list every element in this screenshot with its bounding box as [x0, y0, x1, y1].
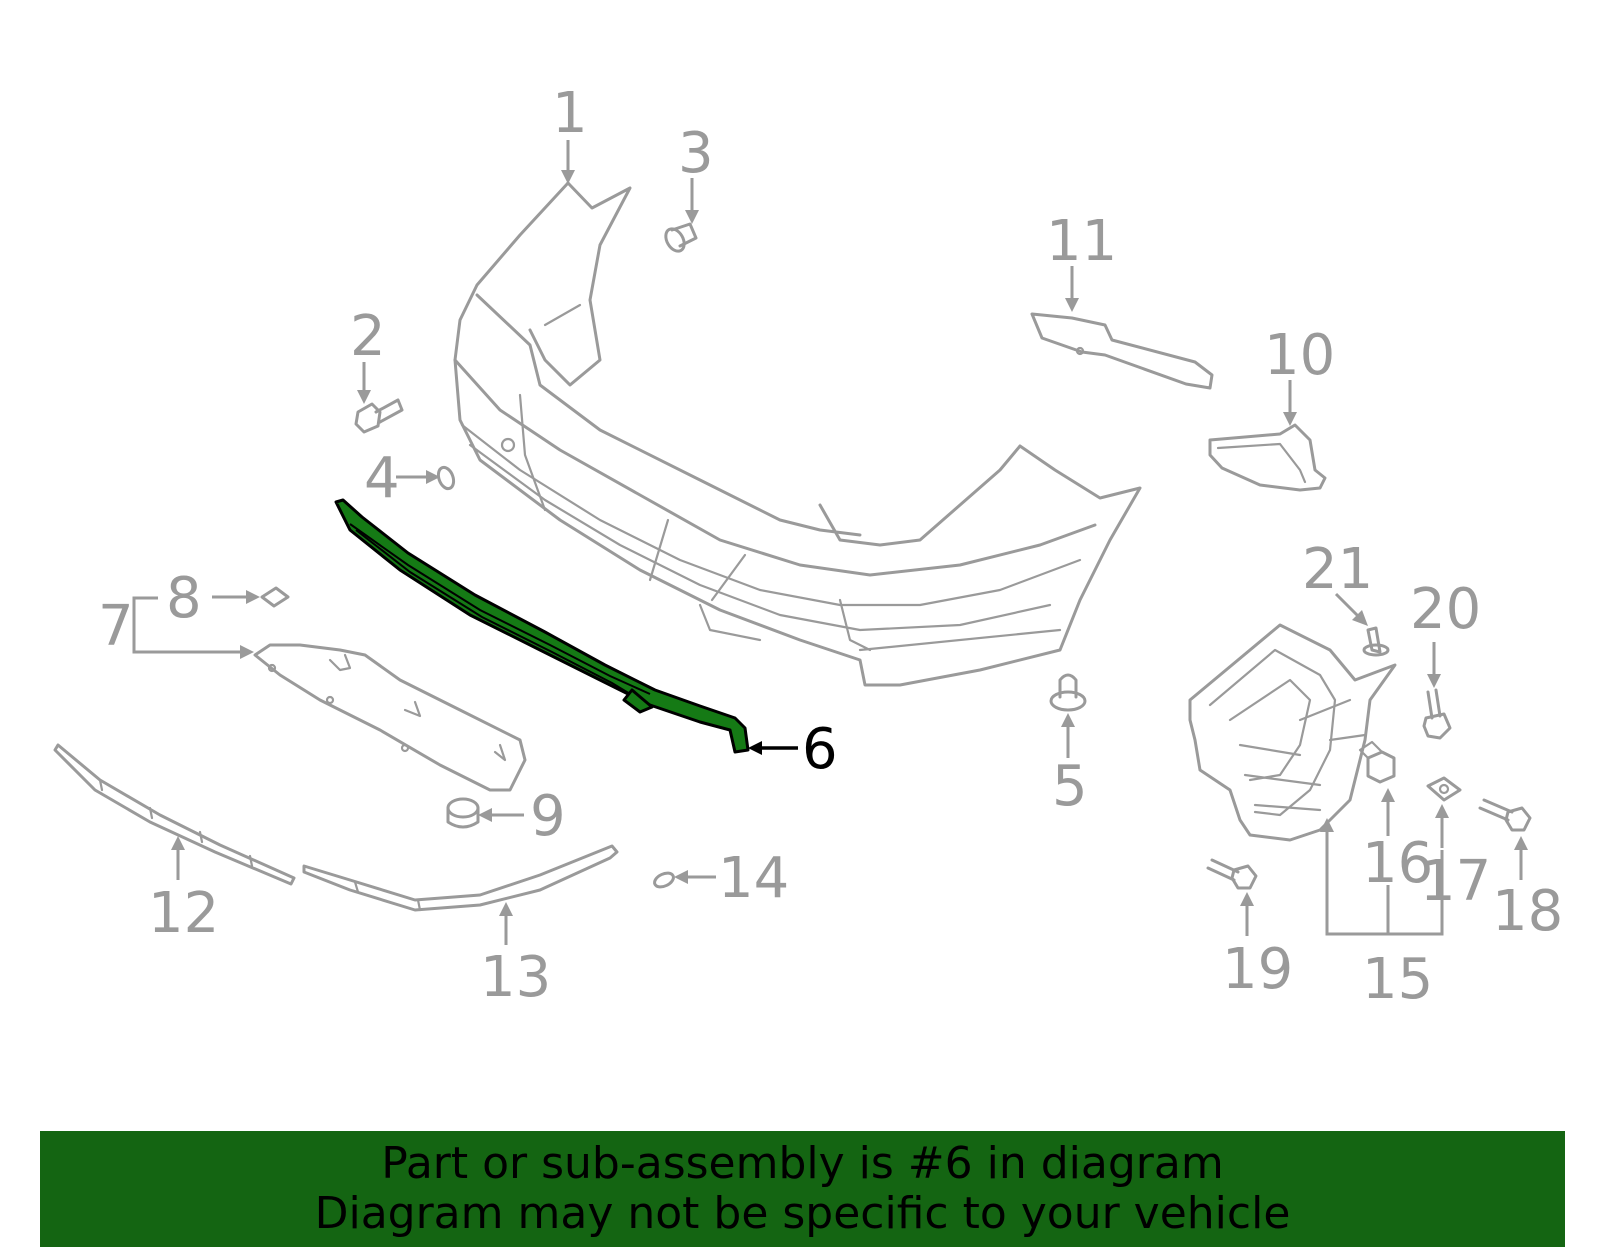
part-7-side-cover[interactable]: [253, 643, 527, 792]
callout-12[interactable]: 12: [148, 881, 219, 946]
callout-15[interactable]: 15: [1362, 947, 1433, 1012]
callout-21[interactable]: 21: [1302, 537, 1373, 602]
callout-4[interactable]: 4: [364, 446, 400, 511]
part-4-grommet[interactable]: [436, 465, 457, 491]
part-11-bracket[interactable]: [1030, 312, 1214, 390]
leader-17: 17: [1420, 804, 1491, 914]
banner-line-1: Part or sub-assembly is #6 in diagram: [381, 1138, 1224, 1189]
callout-7[interactable]: 7: [98, 594, 134, 659]
leader-11: 11: [1046, 209, 1117, 312]
part-5-push-pin[interactable]: [1049, 673, 1087, 712]
banner-line-2: Diagram may not be specific to your vehi…: [314, 1188, 1291, 1239]
callout-19[interactable]: 19: [1222, 937, 1293, 1002]
callout-2[interactable]: 2: [350, 304, 386, 369]
leader-21: 21: [1302, 537, 1373, 626]
leader-9: 9: [478, 784, 566, 849]
callout-18[interactable]: 18: [1492, 879, 1563, 944]
leader-3: 3: [678, 121, 714, 224]
callout-17[interactable]: 17: [1420, 849, 1491, 914]
leader-15: 15: [1320, 818, 1444, 1012]
callout-9[interactable]: 9: [530, 784, 566, 849]
leader-19: 19: [1222, 892, 1293, 1002]
leader-8: 8: [166, 566, 260, 631]
callout-20[interactable]: 20: [1410, 577, 1481, 642]
leader-4: 4: [364, 446, 440, 511]
leader-16: 16: [1362, 788, 1433, 896]
part-17-clip-nut[interactable]: [1426, 776, 1462, 802]
part-21-push-clip[interactable]: [1362, 626, 1390, 657]
part-19-bolt[interactable]: [1206, 858, 1258, 890]
leader-7: 7: [98, 594, 254, 659]
part-2-bolt[interactable]: [354, 398, 404, 434]
part-20-screw[interactable]: [1422, 688, 1452, 740]
part-13-molding[interactable]: [302, 844, 619, 912]
part-10-reflector[interactable]: [1208, 423, 1327, 492]
leader-13: 13: [480, 902, 551, 1010]
callout-14[interactable]: 14: [718, 846, 789, 911]
leader-14: 14: [674, 846, 789, 911]
part-16-nut[interactable]: [1358, 740, 1396, 784]
part-8-clip[interactable]: [260, 586, 290, 608]
part-14-grommet[interactable]: [652, 870, 675, 889]
part-15-bracket-assembly[interactable]: [1188, 623, 1397, 842]
callout-8[interactable]: 8: [166, 566, 202, 631]
leader-12: 12: [148, 836, 219, 946]
part-9-nut[interactable]: [446, 797, 480, 829]
part-12-molding[interactable]: [53, 743, 296, 886]
leader-18: 18: [1492, 836, 1563, 944]
leader-10: 10: [1264, 323, 1335, 426]
leader-2: 2: [350, 304, 386, 404]
info-banner: Part or sub-assembly is #6 in diagram Di…: [40, 1131, 1565, 1247]
part-6-highlighted[interactable]: [334, 498, 750, 754]
part-1-bumper-cover[interactable]: [453, 181, 1142, 687]
part-18-bolt[interactable]: [1478, 798, 1532, 832]
leader-1: 1: [552, 81, 588, 184]
callout-10[interactable]: 10: [1264, 323, 1335, 388]
callout-6[interactable]: 6: [802, 717, 838, 782]
callout-5[interactable]: 5: [1052, 754, 1088, 819]
leader-6: 6: [748, 717, 838, 782]
callout-11[interactable]: 11: [1046, 209, 1117, 274]
part-3-clip[interactable]: [662, 222, 698, 254]
leader-20: 20: [1410, 577, 1481, 688]
callout-16[interactable]: 16: [1362, 831, 1433, 896]
callout-13[interactable]: 13: [480, 945, 551, 1010]
leader-5: 5: [1052, 713, 1088, 819]
callout-1[interactable]: 1: [552, 81, 588, 146]
callout-3[interactable]: 3: [678, 121, 714, 186]
